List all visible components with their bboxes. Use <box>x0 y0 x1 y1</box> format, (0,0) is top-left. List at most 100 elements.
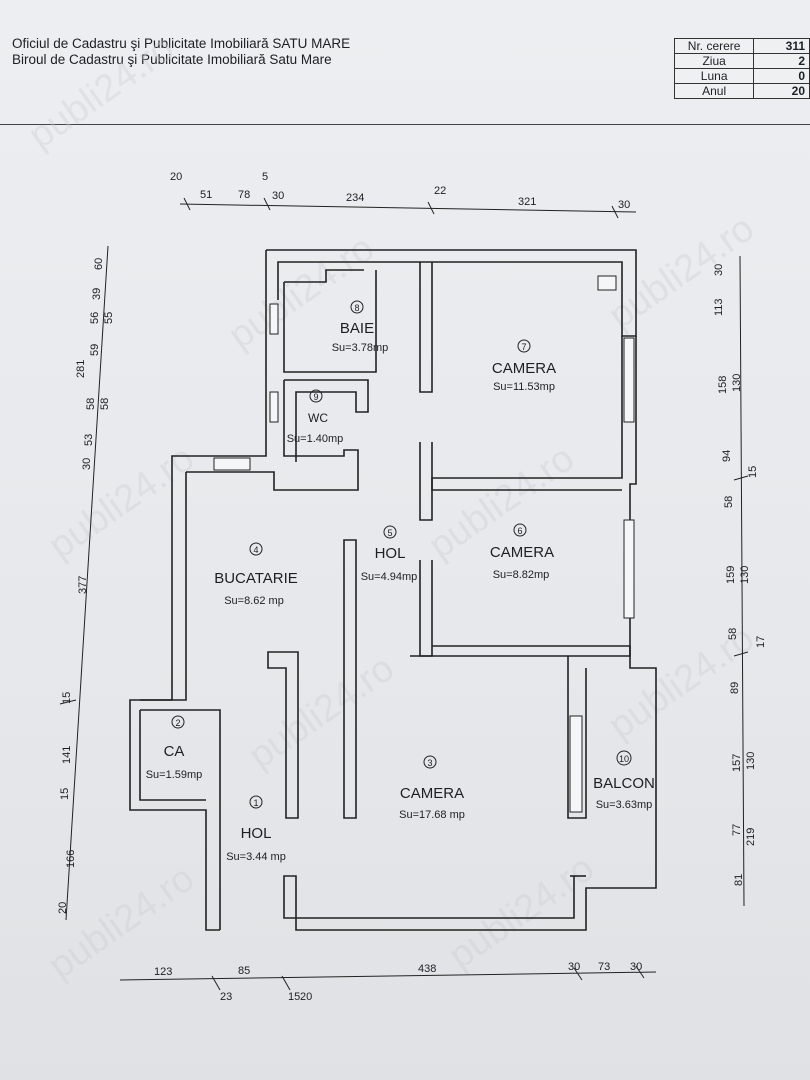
partition-wall <box>186 380 359 491</box>
outer-wall <box>283 336 657 931</box>
partition-wall <box>410 645 631 657</box>
room-6-label: 6 CAMERA Su=8.82mp <box>490 523 554 581</box>
room-area: Su=8.82mp <box>493 569 550 581</box>
request-label: Anul <box>673 83 755 99</box>
dimension-line-right <box>739 255 745 907</box>
room-number: 1 <box>253 798 258 808</box>
dim-top: 20 <box>170 171 182 183</box>
dim-left: 58 <box>85 398 97 410</box>
dim-bottom: 73 <box>598 961 610 973</box>
outer-wall <box>139 710 206 801</box>
dim-top: 51 <box>200 189 212 201</box>
room-number: 8 <box>354 303 359 313</box>
dim-bottom: 30 <box>568 961 580 973</box>
dim-right: 219 <box>745 828 757 846</box>
room-area: Su=11.53mp <box>493 381 555 393</box>
room-name: CAMERA <box>490 544 554 561</box>
outer-wall <box>129 250 267 931</box>
dim-right: 89 <box>729 682 741 694</box>
dimension-lines <box>65 203 745 981</box>
dimension-line-left <box>65 245 109 921</box>
outer-wall <box>140 472 187 701</box>
room-8-label: 8 BAIE Su=3.78mp <box>332 300 388 354</box>
tick-marks <box>59 197 749 991</box>
partition-wall <box>283 270 377 373</box>
dim-left: 30 <box>81 458 93 470</box>
room-1-label: 1 HOL Su=3.44 mp <box>226 795 286 863</box>
room-area: Su=3.63mp <box>596 799 653 811</box>
dim-right: 130 <box>745 752 757 770</box>
dim-bottom: 123 <box>154 966 172 978</box>
dim-left: 281 <box>75 360 87 378</box>
watermark-text: publi24.ro <box>221 227 382 357</box>
dim-right: 94 <box>721 450 733 462</box>
dim-top: 30 <box>618 199 630 211</box>
room-area: Su=3.44 mp <box>226 851 286 863</box>
dim-top: 234 <box>346 192 364 204</box>
room-number: 10 <box>619 754 629 764</box>
dim-bottom: 23 <box>220 991 232 1003</box>
room-area: Su=17.68 mp <box>399 809 465 821</box>
room-number: 7 <box>521 342 526 352</box>
dim-left: 39 <box>91 288 103 300</box>
dim-right: 159 <box>725 566 737 584</box>
room-name: WC <box>308 411 328 425</box>
watermark-text: publi24.ro <box>21 27 182 157</box>
dim-right: 15 <box>747 466 759 478</box>
dim-top: 30 <box>272 190 284 202</box>
room-area: Su=1.59mp <box>146 769 203 781</box>
dim-bottom: 20 <box>300 991 312 1003</box>
room-area: Su=4.94mp <box>361 571 418 583</box>
partition-wall <box>419 262 433 393</box>
room-area: Su=8.62 mp <box>224 595 284 607</box>
partition-wall <box>284 269 364 283</box>
request-label: Ziua <box>673 53 755 69</box>
dim-left: 15 <box>61 692 73 704</box>
dim-left: 58 <box>99 398 111 410</box>
dim-bottom: 438 <box>418 963 436 975</box>
room-7-label: 7 CAMERA Su=11.53mp <box>492 339 556 393</box>
window <box>269 391 279 423</box>
room-number: 4 <box>253 545 258 555</box>
room-name: CA <box>164 743 185 760</box>
room-2-label: 2 CA Su=1.59mp <box>146 715 203 781</box>
partition-wall <box>267 651 299 819</box>
outer-wall <box>140 709 221 930</box>
watermark-text: publi24.ro <box>441 847 602 977</box>
room-number: 5 <box>387 528 392 538</box>
request-value: 20 <box>753 83 810 99</box>
room-number: 9 <box>313 392 318 402</box>
partition-wall <box>567 656 587 819</box>
dim-left: 59 <box>89 344 101 356</box>
window <box>213 457 251 471</box>
room-name: BALCON <box>593 775 655 792</box>
dim-top: 5 <box>262 171 268 183</box>
room-name: CAMERA <box>400 785 464 802</box>
dim-right: 17 <box>755 636 767 648</box>
dim-bottom: 85 <box>238 965 250 977</box>
watermark-text: publi24.ro <box>601 207 762 337</box>
window <box>269 303 279 335</box>
room-4-label: 4 BUCATARIE Su=8.62 mp <box>214 542 298 607</box>
room-name: HOL <box>241 825 272 842</box>
office-header: Oficiul de Cadastru şi Publicitate Imobi… <box>12 36 350 68</box>
header-divider <box>0 124 810 125</box>
room-name: BUCATARIE <box>214 570 298 587</box>
partition-wall <box>343 539 357 819</box>
dim-left: 377 <box>77 576 89 594</box>
office-name: Oficiul de Cadastru şi Publicitate Imobi… <box>12 36 351 51</box>
dim-right: 58 <box>723 496 735 508</box>
dimension-line-top <box>179 203 637 213</box>
room-10-label: 10 BALCON Su=3.63mp <box>593 750 655 811</box>
dim-left: 141 <box>61 746 73 764</box>
room-number: 2 <box>175 718 180 728</box>
room-name: CAMERA <box>492 360 556 377</box>
dim-right: 113 <box>713 298 725 316</box>
dimension-labels: 20 51 78 5 30 234 22 321 30 123 85 438 3… <box>57 171 767 1003</box>
dim-top: 22 <box>434 185 446 197</box>
window <box>623 519 635 619</box>
